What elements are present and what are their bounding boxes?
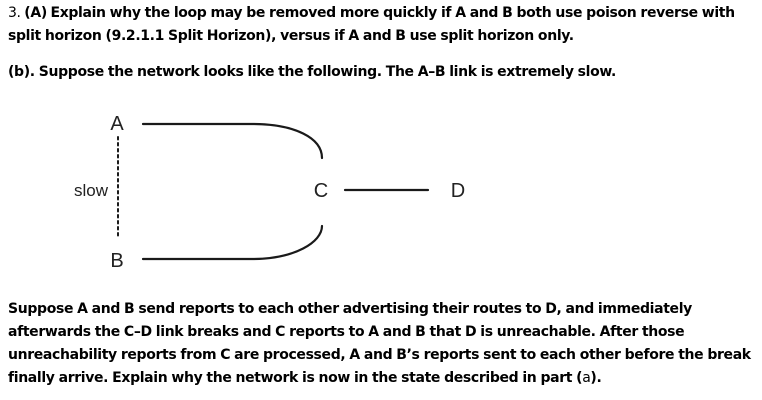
part-a-label: (A): [24, 5, 47, 21]
node-d: D: [451, 180, 465, 202]
link-a-c: [141, 122, 324, 160]
question-number: 3.: [8, 5, 21, 21]
node-b: B: [110, 250, 123, 272]
question-3-part-a: 3. (A) Explain why the loop may be remov…: [8, 2, 758, 48]
part-b-label: (b).: [8, 64, 35, 80]
slow-link-label: slow: [74, 181, 109, 200]
part-reference: a: [582, 370, 591, 386]
scenario-paragraph: Suppose A and B send reports to each oth…: [8, 298, 758, 390]
network-diagram: A B C D slow: [74, 113, 465, 272]
question-3-part-b: (b). Suppose the network looks like the …: [8, 61, 758, 84]
link-b-c: [141, 224, 324, 261]
part-b-text: Suppose the network looks like the follo…: [38, 64, 617, 80]
scenario-text: Suppose A and B send reports to each oth…: [8, 301, 751, 386]
part-a-text: Explain why the loop may be removed more…: [8, 5, 735, 44]
node-a: A: [110, 113, 124, 135]
scenario-text-end: ).: [590, 370, 602, 386]
node-c: C: [314, 180, 328, 202]
